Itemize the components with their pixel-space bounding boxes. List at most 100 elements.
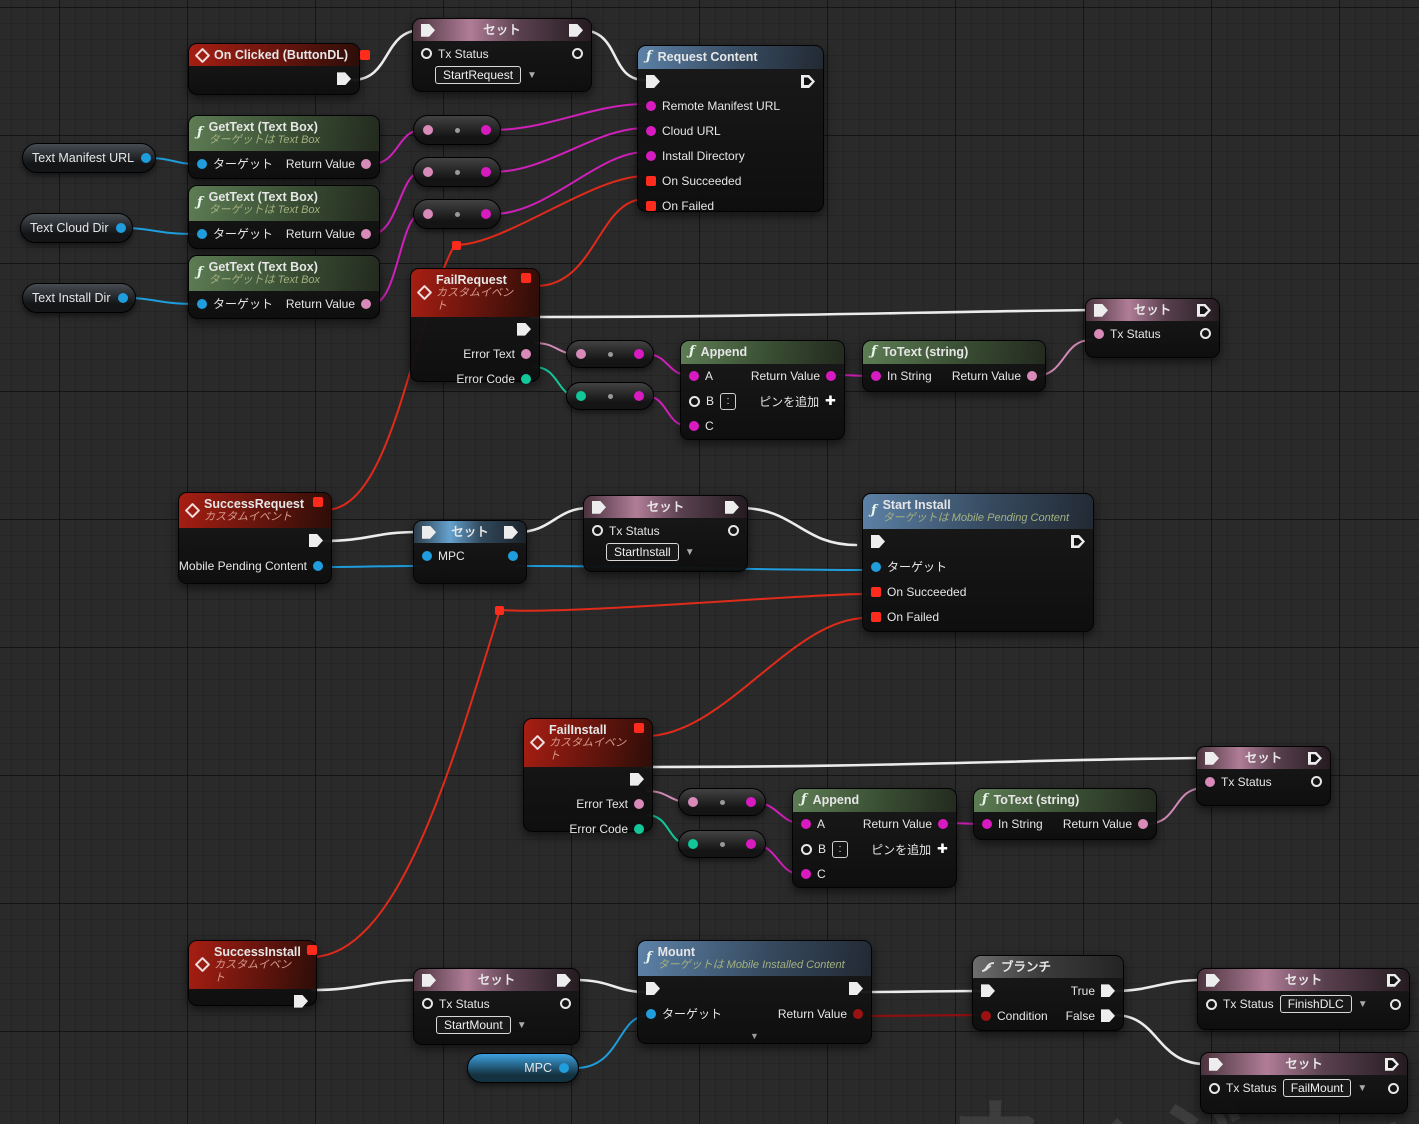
delegate-pin[interactable] (634, 723, 644, 733)
exec-out-pin[interactable] (337, 72, 351, 86)
pin-a[interactable] (801, 819, 811, 830)
tx-status-in-pin[interactable] (1206, 998, 1217, 1010)
tx-status-out-pin[interactable] (572, 48, 583, 60)
node-set-tx-status-failmount[interactable]: セット Tx Status FailMount ▼ (1200, 1052, 1408, 1114)
install-directory-pin[interactable] (646, 151, 656, 162)
exec-out-pin[interactable] (725, 500, 739, 514)
enum-dropdown[interactable]: StartInstall (606, 543, 679, 562)
exec-out-pin[interactable] (1385, 1057, 1399, 1071)
target-pin[interactable] (871, 561, 881, 572)
node-gettext-install[interactable]: ƒ GetText (Text Box) ターゲットは Text Box ターゲ… (188, 255, 380, 319)
pin-b[interactable] (689, 395, 700, 407)
return-value-pin[interactable] (853, 1008, 863, 1019)
convert-int-to-string-node[interactable] (678, 830, 766, 858)
exec-in-pin[interactable] (1094, 303, 1108, 317)
node-set-tx-status-startmount[interactable]: セット Tx Status StartMount ▼ (413, 968, 580, 1045)
false-exec-pin[interactable] (1101, 1009, 1115, 1023)
target-pin[interactable] (197, 228, 207, 239)
input-pin[interactable] (576, 349, 586, 359)
pin-c[interactable] (689, 421, 699, 432)
return-value-pin[interactable] (361, 228, 371, 239)
enum-dropdown[interactable]: FinishDLC (1279, 995, 1352, 1014)
tx-status-in-pin[interactable] (1205, 776, 1215, 787)
pin-b[interactable] (801, 843, 812, 855)
return-value-pin[interactable] (1138, 819, 1148, 830)
output-pin[interactable] (481, 167, 491, 177)
tx-status-in-pin[interactable] (592, 525, 603, 537)
input-pin[interactable] (423, 167, 433, 177)
on-succeeded-pin[interactable] (646, 176, 656, 187)
reroute-node[interactable] (452, 241, 461, 250)
exec-in-pin[interactable] (1205, 751, 1219, 765)
on-failed-pin[interactable] (646, 201, 656, 212)
exec-out-pin[interactable] (1387, 973, 1401, 987)
exec-in-pin[interactable] (422, 973, 436, 987)
var-getter-text-manifest-url[interactable]: Text Manifest URL (22, 143, 156, 173)
output-pin[interactable] (559, 1063, 569, 1073)
input-pin[interactable] (423, 209, 433, 219)
pin-a[interactable] (689, 371, 699, 382)
exec-out-pin[interactable] (309, 534, 323, 548)
cloud-url-pin[interactable] (646, 126, 656, 137)
exec-out-pin[interactable] (294, 994, 308, 1008)
in-string-pin[interactable] (871, 371, 881, 382)
node-failinstall-event[interactable]: FailInstall カスタムイベント Error Text Error Co… (523, 718, 653, 836)
output-pin[interactable] (481, 209, 491, 219)
node-mount[interactable]: ƒ Mount ターゲットは Mobile Installed Content … (637, 940, 872, 1044)
condition-pin[interactable] (981, 1010, 991, 1021)
return-value-pin[interactable] (826, 371, 836, 382)
tx-status-out-pin[interactable] (728, 525, 739, 537)
return-value-pin[interactable] (361, 298, 371, 309)
delegate-pin[interactable] (360, 50, 371, 61)
convert-int-to-string-node[interactable] (566, 382, 654, 410)
exec-in-pin[interactable] (1209, 1057, 1223, 1071)
reroute-node[interactable] (495, 606, 504, 615)
output-pin[interactable] (141, 153, 152, 163)
pin-b-value-field[interactable]: : (832, 840, 849, 858)
enum-dropdown[interactable]: StartMount (436, 1016, 511, 1035)
pin-c[interactable] (801, 869, 811, 880)
exec-in-pin[interactable] (1206, 973, 1220, 987)
tx-status-out-pin[interactable] (1388, 1082, 1399, 1094)
remote-manifest-url-pin[interactable] (646, 101, 656, 112)
mpc-out-pin[interactable] (508, 550, 518, 561)
input-pin[interactable] (688, 797, 698, 807)
exec-in-pin[interactable] (981, 984, 995, 998)
delegate-pin[interactable] (306, 945, 317, 955)
exec-out-pin[interactable] (557, 973, 571, 987)
var-getter-mpc[interactable]: MPC (467, 1053, 579, 1083)
target-pin[interactable] (646, 1008, 656, 1019)
tx-status-in-pin[interactable] (1209, 1082, 1220, 1094)
convert-text-to-string-node[interactable] (413, 115, 501, 145)
exec-out-pin[interactable] (849, 982, 863, 996)
output-pin[interactable] (634, 349, 644, 359)
true-exec-pin[interactable] (1101, 984, 1115, 998)
node-set-tx-status-request-result[interactable]: セット Tx Status (1085, 298, 1220, 358)
node-failrequest-event[interactable]: FailRequest カスタムイベント Error Text Error Co… (410, 268, 540, 386)
node-set-tx-status-finishdlc[interactable]: セット Tx Status FinishDLC ▼ (1197, 968, 1410, 1030)
convert-text-to-string-node[interactable] (413, 199, 501, 229)
node-gettext-manifest[interactable]: ƒ GetText (Text Box) ターゲットは Text Box ターゲ… (188, 115, 380, 179)
return-value-pin[interactable] (938, 819, 948, 830)
return-value-pin[interactable] (361, 158, 371, 169)
exec-out-pin[interactable] (801, 74, 815, 88)
tx-status-in-pin[interactable] (1094, 328, 1104, 339)
error-code-pin[interactable] (521, 374, 531, 385)
node-on-clicked-buttondl[interactable]: On Clicked (ButtonDL) (188, 43, 371, 95)
node-successrequest-event[interactable]: SuccessRequest カスタムイベント Mobile Pending C… (178, 492, 332, 584)
output-pin[interactable] (115, 223, 126, 233)
enum-dropdown[interactable]: StartRequest (435, 66, 522, 85)
exec-out-pin[interactable] (504, 525, 518, 539)
exec-out-pin[interactable] (630, 772, 644, 786)
on-succeeded-pin[interactable] (871, 586, 881, 597)
output-pin[interactable] (746, 839, 756, 849)
exec-out-pin[interactable] (1308, 751, 1322, 765)
input-pin[interactable] (423, 125, 433, 135)
exec-in-pin[interactable] (646, 982, 660, 996)
